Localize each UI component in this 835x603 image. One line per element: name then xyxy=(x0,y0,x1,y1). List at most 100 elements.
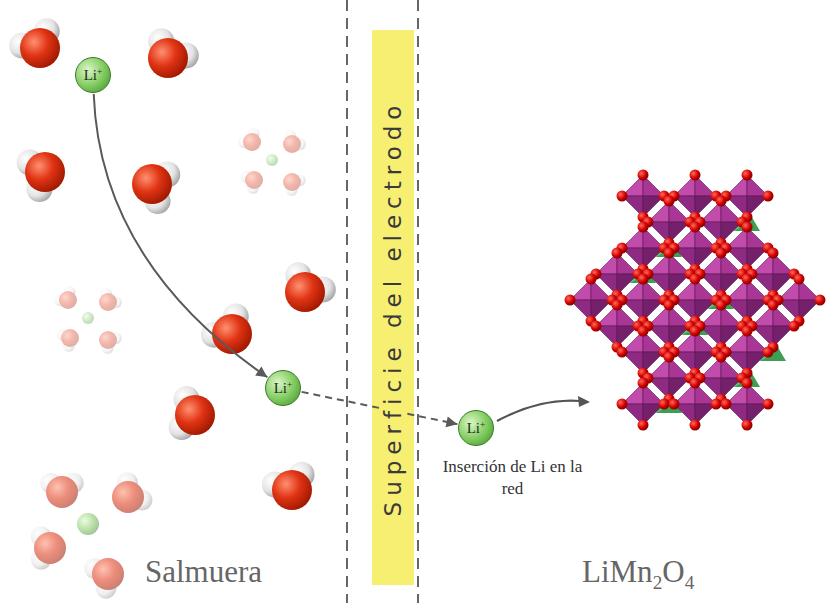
lithium-ion: Li+ xyxy=(265,370,301,406)
mn-octahedron xyxy=(596,305,638,347)
pale-ion xyxy=(82,312,94,324)
electrode-surface-band: Superficie del electrodo xyxy=(372,30,414,585)
insertion-caption: Inserción de Li en la red xyxy=(440,456,585,500)
oxygen-atom xyxy=(638,170,649,181)
mn-octahedron xyxy=(648,253,690,295)
mn-octahedron xyxy=(674,175,716,217)
oxygen-atom xyxy=(612,300,623,311)
oxygen-atom xyxy=(638,326,649,337)
mn-octahedron xyxy=(752,305,794,347)
mn-octahedron xyxy=(570,279,612,321)
water-molecule xyxy=(54,286,77,309)
mn-octahedron xyxy=(596,253,638,295)
oxygen-atom xyxy=(794,274,805,285)
mn-octahedron xyxy=(700,201,742,243)
li-tetrahedron xyxy=(760,339,786,361)
boundary-dash xyxy=(346,0,348,603)
mn-octahedron xyxy=(726,279,768,321)
oxygen-atom xyxy=(763,191,774,202)
mn-octahedron xyxy=(622,175,664,217)
spinel-lattice xyxy=(565,170,826,431)
oxygen-atom xyxy=(742,326,753,337)
flow-arrow xyxy=(302,392,458,427)
mn-octahedron xyxy=(674,383,716,425)
mn-octahedron xyxy=(726,227,768,269)
oxygen-atom xyxy=(768,248,779,259)
oxygen-atom xyxy=(664,196,675,207)
mn-octahedron xyxy=(648,305,690,347)
oxygen-atom xyxy=(690,378,701,389)
lithium-ion: Li+ xyxy=(458,410,494,446)
mn-octahedron xyxy=(700,305,742,347)
oxygen-atom xyxy=(690,170,701,181)
oxygen-atom xyxy=(617,347,628,358)
oxygen-atom xyxy=(742,222,753,233)
oxygen-atom xyxy=(716,352,727,363)
mn-octahedron xyxy=(622,227,664,269)
oxygen-atom xyxy=(591,321,602,332)
mn-octahedron xyxy=(778,279,820,321)
oxygen-atom xyxy=(716,196,727,207)
mn-octahedron xyxy=(674,331,716,373)
oxygen-atom xyxy=(690,222,701,233)
oxygen-atom xyxy=(690,326,701,337)
oxygen-atom xyxy=(768,300,779,311)
mn-octahedron xyxy=(622,331,664,373)
oxygen-atom xyxy=(690,420,701,431)
water-molecule xyxy=(99,331,122,354)
ion-label: Li+ xyxy=(274,380,293,397)
mn-octahedron xyxy=(700,253,742,295)
oxygen-atom xyxy=(565,295,576,306)
pale-ion xyxy=(266,154,278,166)
water-molecule xyxy=(40,473,83,508)
oxygen-atom xyxy=(669,399,680,410)
water-molecule xyxy=(262,462,315,510)
oxygen-atom xyxy=(690,274,701,285)
oxygen-atom xyxy=(638,378,649,389)
mn-octahedron xyxy=(674,279,716,321)
mn-octahedron xyxy=(648,357,690,399)
mn-octahedron xyxy=(648,201,690,243)
oxygen-atom xyxy=(711,399,722,410)
oxygen-atom xyxy=(617,191,628,202)
formula-label: LiMn2O4 xyxy=(582,552,694,592)
brine-label: Salmuera xyxy=(145,552,262,592)
oxygen-atom xyxy=(742,420,753,431)
oxygen-atom xyxy=(742,274,753,285)
flow-arrow xyxy=(94,94,268,377)
mn-octahedron xyxy=(622,383,664,425)
oxygen-atom xyxy=(664,300,675,311)
mn-octahedron xyxy=(752,253,794,295)
arrow-head xyxy=(578,396,590,407)
water-molecule xyxy=(241,171,263,194)
oxygen-atom xyxy=(638,420,649,431)
oxygen-atom xyxy=(763,347,774,358)
oxygen-atom xyxy=(638,222,649,233)
oxygen-atom xyxy=(721,399,732,410)
oxygen-atom xyxy=(742,170,753,181)
water-molecule xyxy=(238,128,261,151)
mn-octahedron xyxy=(700,357,742,399)
water-molecule xyxy=(285,262,336,312)
water-molecule xyxy=(283,173,306,196)
mn-octahedron xyxy=(726,331,768,373)
boundary-dash xyxy=(417,0,419,603)
water-molecules xyxy=(9,18,336,598)
water-molecule xyxy=(31,526,66,569)
oxygen-atom xyxy=(612,248,623,259)
water-molecule xyxy=(99,288,122,311)
oxygen-atom xyxy=(742,378,753,389)
oxygen-atom xyxy=(716,248,727,259)
water-molecule xyxy=(17,149,65,202)
oxygen-atom xyxy=(789,321,800,332)
oxygen-atom xyxy=(586,274,597,285)
mn-octahedron xyxy=(674,227,716,269)
water-molecule xyxy=(9,18,60,68)
label-holder: Inserción de Li en la red xyxy=(440,456,585,500)
mn-octahedron xyxy=(622,279,664,321)
band-label: Superficie del electrodo xyxy=(380,97,406,518)
